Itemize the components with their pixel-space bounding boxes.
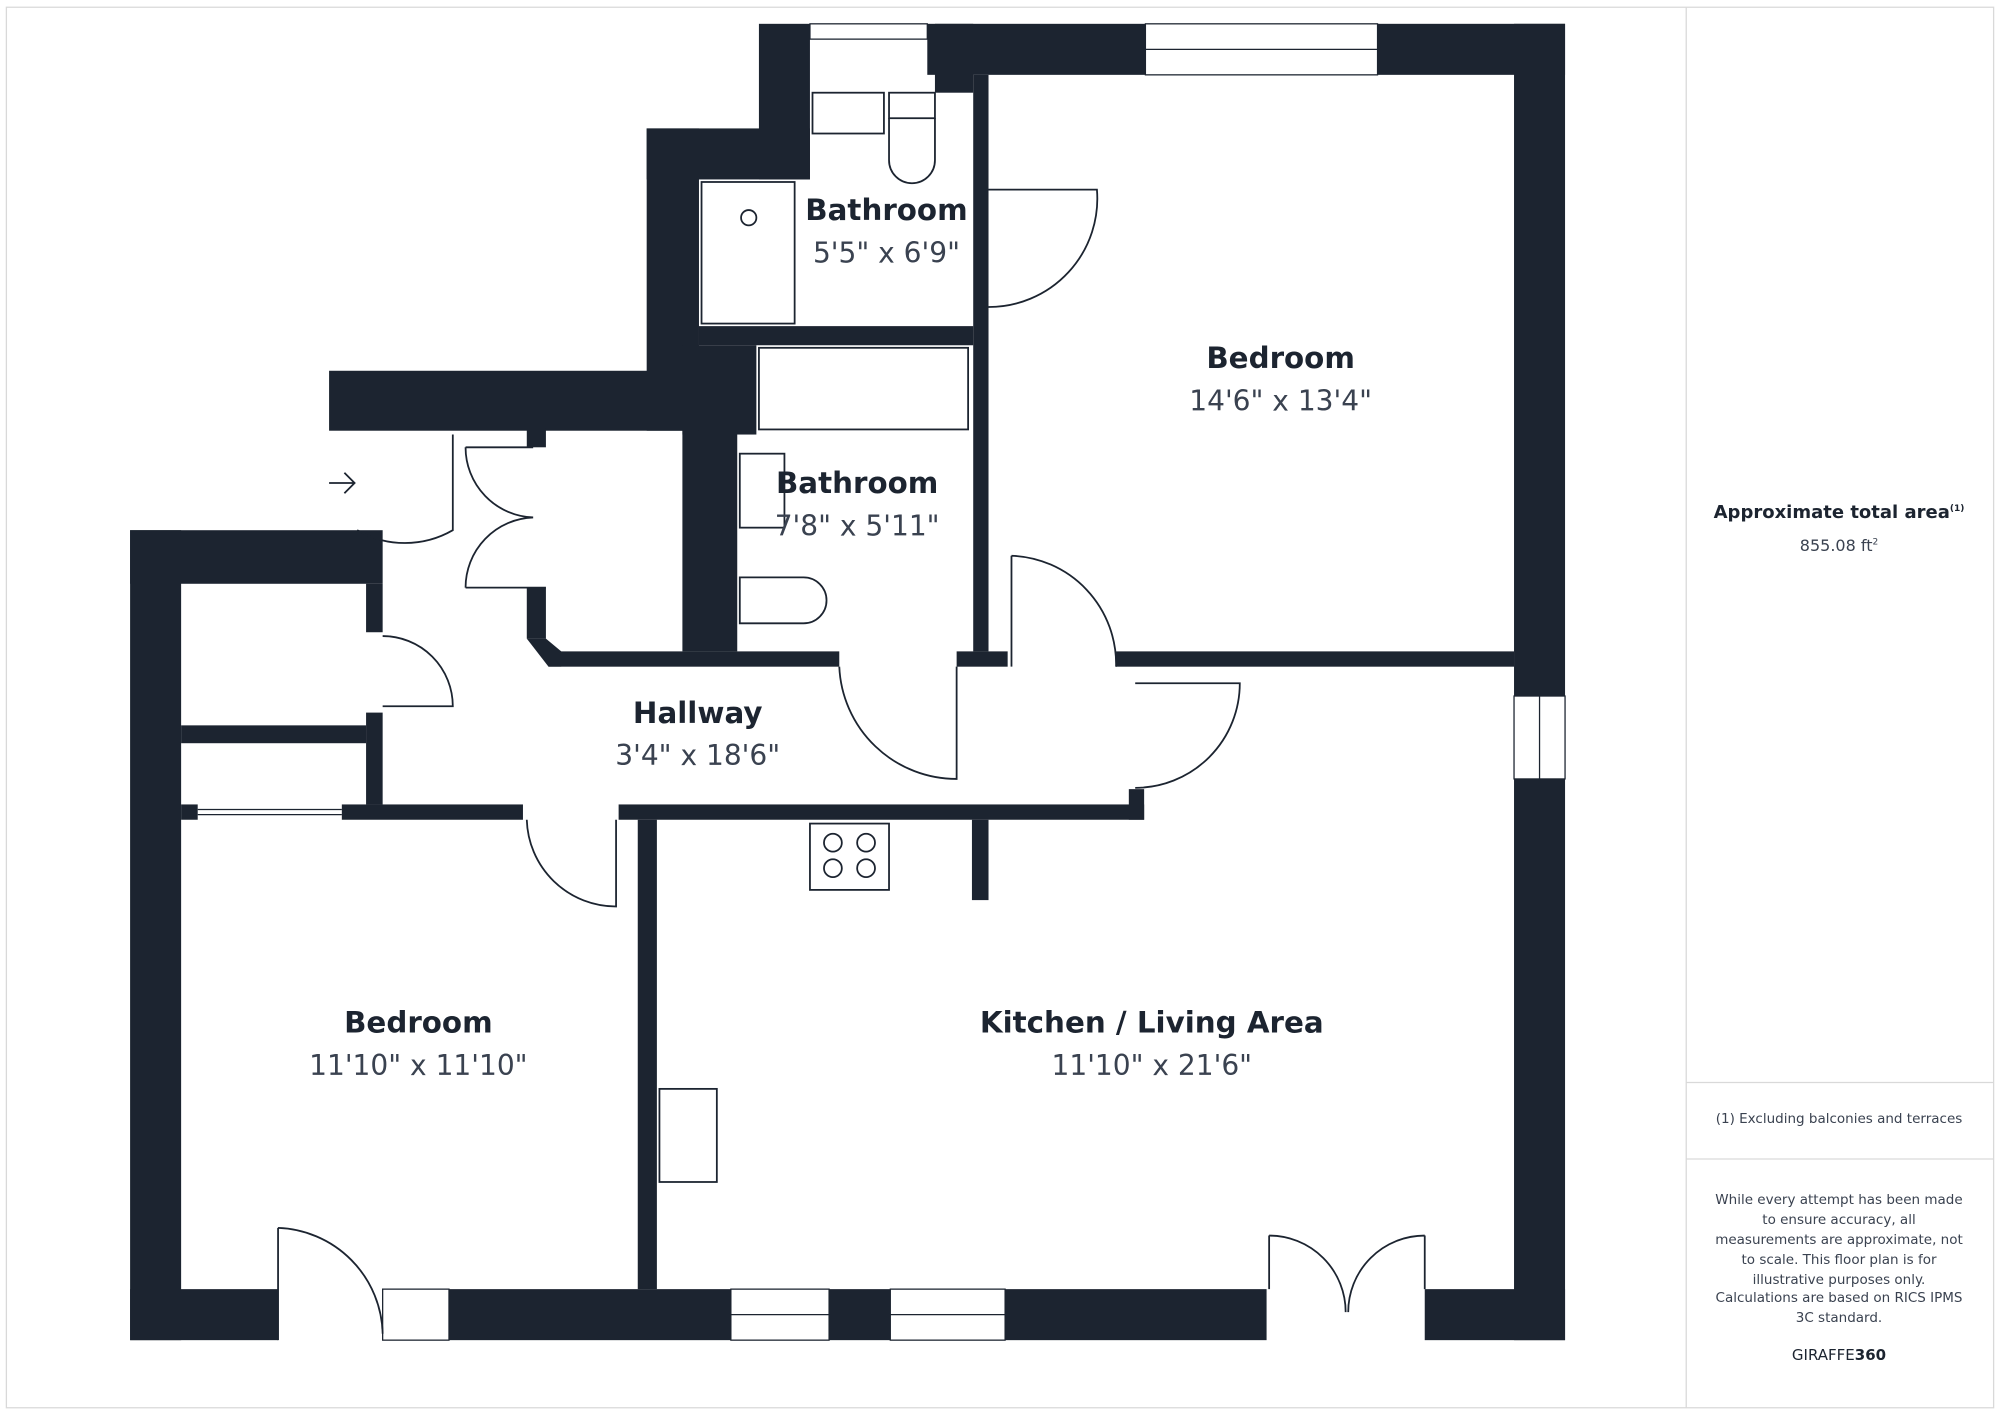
room-labels: Bathroom 5'5" x 6'9" Bedroom 14'6" x 13'…	[309, 193, 1372, 1082]
room-name: Bathroom	[776, 466, 938, 500]
room-name: Bedroom	[1206, 341, 1355, 375]
doors	[277, 188, 1426, 1341]
windows	[197, 23, 1566, 1341]
room-dimensions: 11'10" x 11'10"	[309, 1049, 527, 1082]
room-dimensions: 3'4" x 18'6"	[615, 739, 780, 772]
room-name: Hallway	[633, 696, 763, 730]
footnote-mark: (1)	[1949, 504, 1965, 514]
room-dimensions: 14'6" x 13'4"	[1189, 384, 1372, 417]
calculation-note: Calculations are based on RICS IPMS 3C s…	[1715, 1290, 1963, 1326]
entrance-arrow-icon	[329, 472, 356, 494]
fixtures	[658, 91, 970, 1183]
room-dimensions: 5'5" x 6'9"	[813, 236, 960, 269]
room-dimensions: 7'8" x 5'11"	[775, 509, 940, 542]
area-title-text: Approximate total area	[1713, 502, 1950, 523]
area-value-text: 855.08 ft	[1799, 536, 1873, 555]
area-unit-sup: 2	[1872, 537, 1879, 548]
total-area-title: Approximate total area(1)	[1686, 502, 1992, 523]
brand-light: GIRAFFE	[1791, 1346, 1855, 1364]
room-name: Bathroom	[805, 193, 967, 227]
room-name: Bedroom	[344, 1006, 493, 1040]
walls	[130, 23, 1566, 1341]
disclaimer: While every attempt has been made to ens…	[1715, 1192, 1963, 1288]
room-dimensions: 11'10" x 21'6"	[1052, 1049, 1253, 1082]
footnote: (1) Excluding balconies and terraces	[1715, 1111, 1963, 1127]
room-name: Kitchen / Living Area	[980, 1006, 1324, 1040]
brand-bold: 360	[1854, 1346, 1887, 1364]
total-area-value: 855.08 ft2	[1686, 536, 1992, 555]
brand-logo: GIRAFFE360	[1686, 1346, 1992, 1364]
page-border	[5, 6, 1995, 1409]
